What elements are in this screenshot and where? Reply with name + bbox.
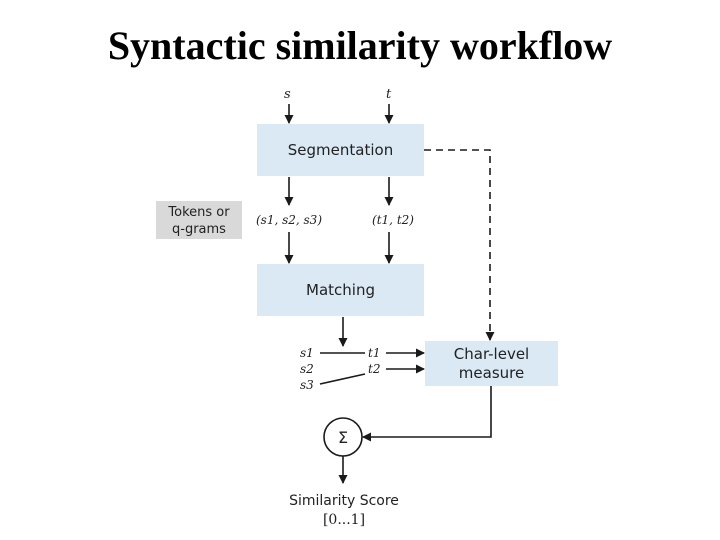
- t1-label: t1: [368, 346, 380, 360]
- matching-box: [257, 264, 424, 316]
- s1-label: s1: [300, 346, 314, 360]
- similarity-score-range: [0...1]: [323, 512, 365, 528]
- sum-symbol: Σ: [338, 428, 348, 447]
- matching-label: Matching: [306, 281, 375, 299]
- dashed-arrow-to-measure: [424, 149, 495, 341]
- measure-line2: measure: [459, 364, 524, 382]
- char-level-measure-box: [425, 341, 558, 386]
- similarity-score-label: Similarity Score: [289, 493, 399, 509]
- input-s-label: s: [284, 87, 291, 102]
- s3-label: s3: [300, 378, 314, 392]
- s2-label: s2: [300, 362, 314, 376]
- t-tokens-label: (t1, t2): [372, 213, 414, 227]
- arrow-measure-to-sum: [362, 386, 492, 442]
- tokens-note-line1: Tokens or: [167, 205, 230, 220]
- page-title: Syntactic similarity workflow: [107, 23, 613, 68]
- t2-label: t2: [368, 362, 380, 376]
- tokens-note-line2: q-grams: [172, 222, 226, 237]
- match-line-s3-t2: [319, 373, 366, 385]
- segmentation-box: [257, 124, 424, 176]
- segmentation-label: Segmentation: [288, 141, 393, 159]
- measure-line1: Char-level: [454, 345, 529, 363]
- s-tokens-label: (s1, s2, s3): [256, 213, 322, 227]
- tokens-note-box: [156, 201, 242, 239]
- input-t-label: t: [386, 87, 392, 102]
